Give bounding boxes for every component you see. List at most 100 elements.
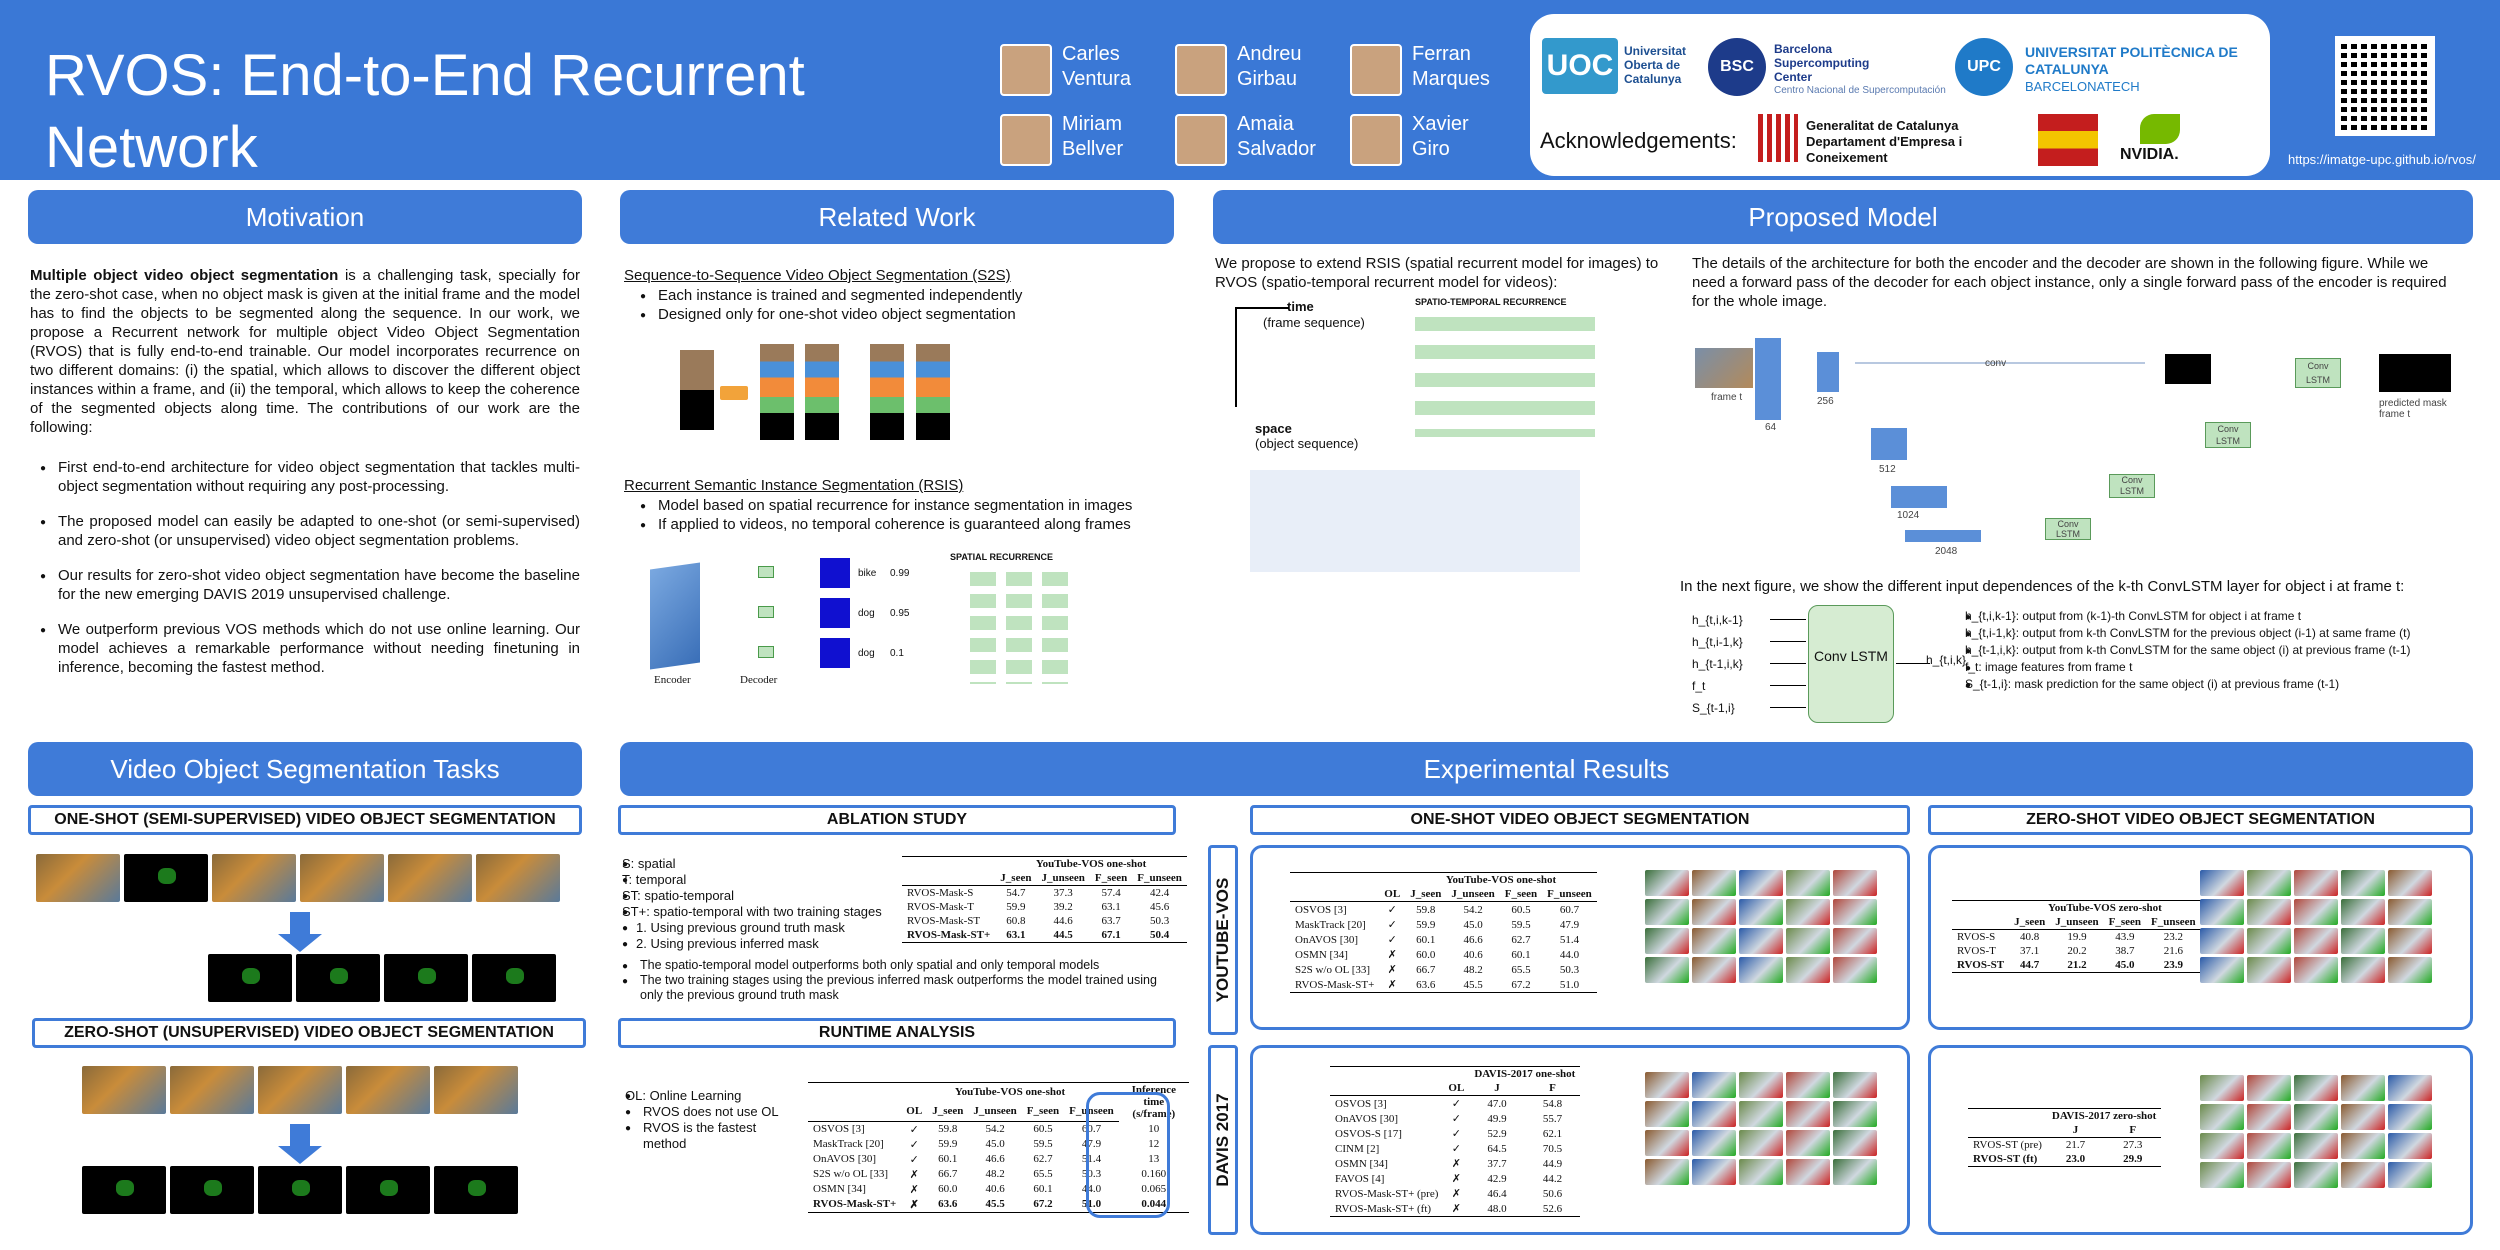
rsis-score: 0.1 <box>890 648 904 659</box>
predicted-mask-label: predicted mask frame t <box>2379 398 2447 420</box>
author-first: Amaia <box>1237 113 1294 135</box>
bsc-subtitle: Centro Nacional de Supercomputación <box>1774 85 1946 96</box>
qualitative-thumbnail <box>2247 1075 2291 1101</box>
table-cell: S2S w/o OL [33] <box>1295 963 1371 976</box>
table-cell: 50.3 <box>1559 963 1580 976</box>
convlstm-block: Conv LSTM <box>2295 358 2341 388</box>
table-header: F_seen <box>2103 915 2147 930</box>
table-cell: 48.0 <box>1469 1201 1525 1217</box>
project-url[interactable]: https://imatge-upc.github.io/rvos/ <box>2288 152 2476 167</box>
table-cell: ✗ <box>909 1183 919 1196</box>
output-mask <box>208 954 292 1002</box>
qualitative-thumbnail <box>2200 928 2244 954</box>
table-cell: ✓ <box>1451 1113 1461 1125</box>
table-cell: 63.7 <box>1101 915 1121 927</box>
table-cell: 39.2 <box>1053 901 1073 913</box>
qualitative-thumbnail <box>2294 1075 2338 1101</box>
bsc-mark: BSC <box>1708 38 1766 96</box>
qualitative-thumbnail <box>2341 1104 2385 1130</box>
qualitative-thumbnail <box>2341 899 2385 925</box>
table-header: J_unseen <box>1446 887 1500 902</box>
output-mask <box>258 1166 342 1214</box>
table-cell: 37.3 <box>1053 887 1073 899</box>
qr-code[interactable] <box>2335 36 2435 136</box>
rsis-mask-3 <box>820 638 850 668</box>
table-cell: MaskTrack [20] <box>1295 918 1366 931</box>
qualitative-thumbnail <box>2247 1162 2291 1188</box>
table-cell: 59.9 <box>1416 918 1436 931</box>
tasks-heading: Video Object Segmentation Tasks <box>28 742 582 796</box>
rsis-rnn-2 <box>758 606 774 618</box>
qualitative-thumbnail <box>2341 870 2385 896</box>
table-cell: 45.0 <box>985 1138 1005 1150</box>
encoder-block-2048 <box>1905 530 1981 542</box>
qualitative-thumbnail <box>1833 899 1877 925</box>
space-arrow <box>1235 307 1237 407</box>
table-cell: ✗ <box>1451 1158 1461 1170</box>
upc-name: UNIVERSITAT POLITÈCNICA DE CATALUNYA <box>2025 44 2238 77</box>
zeroshot-task-heading: ZERO-SHOT (UNSUPERVISED) VIDEO OBJECT SE… <box>32 1018 586 1048</box>
author-last: Salvador <box>1237 138 1316 160</box>
rsis-bullets: Model based on spatial recurrence for in… <box>640 496 1175 535</box>
table-cell: 0.160 <box>1141 1168 1167 1180</box>
table-cell: ✓ <box>909 1153 919 1166</box>
logos-panel: UOC Universitat Oberta de Catalunya BSC … <box>1530 14 2270 176</box>
rsis-mask-1 <box>820 558 850 588</box>
table-cell: 21.2 <box>2050 958 2104 973</box>
table-header: F_seen <box>1021 1101 1065 1122</box>
lstm-output-arrow <box>1896 663 1930 664</box>
table-cell: 23.9 <box>2146 958 2201 973</box>
qualitative-thumbnail <box>1833 1130 1877 1156</box>
st-encoder-decoder <box>1250 470 1580 725</box>
down-arrow-icon <box>278 912 322 952</box>
title-line-1: RVOS: End-to-End Recurrent Network <box>45 43 805 180</box>
table-header: F_unseen <box>1064 1101 1119 1122</box>
runtime-legend-item: OL: Online Learning <box>625 1088 795 1105</box>
table-cell: 60.1 <box>1511 948 1531 961</box>
qualitative-thumbnail <box>1786 928 1830 954</box>
table-cell: ✓ <box>1387 919 1397 931</box>
input-frame-label: frame t <box>1711 392 1743 403</box>
table-cell: RVOS-Mask-ST+ (pre) <box>1335 1187 1439 1200</box>
oneshot-task-heading: ONE-SHOT (SEMI-SUPERVISED) VIDEO OBJECT … <box>28 805 582 835</box>
video-frame <box>388 854 472 902</box>
qualitative-thumbnail <box>1833 1072 1877 1098</box>
table-header: J_seen <box>927 1101 969 1122</box>
qualitative-thumbnail <box>2341 957 2385 983</box>
video-frame <box>300 854 384 902</box>
table-cell: 67.1 <box>1089 928 1133 943</box>
table-header: F_unseen <box>2146 915 2201 930</box>
qualitative-thumbnail <box>1786 1130 1830 1156</box>
table-cell: CINM [2] <box>1335 1142 1380 1155</box>
table-cell: RVOS-Mask-ST+ <box>808 1196 902 1213</box>
rsis-bullet: Model based on spatial recurrence for in… <box>640 496 1175 516</box>
table-cell: RVOS-Mask-ST <box>907 915 981 927</box>
table-cell: 63.6 <box>1405 977 1447 993</box>
table-cell: 37.1 <box>2020 945 2040 957</box>
table-cell: RVOS-ST (pre) <box>1973 1139 2042 1151</box>
qualitative-thumbnail <box>2294 1133 2338 1159</box>
table-cell: 45.5 <box>1446 977 1500 993</box>
contribution-item: Our results for zero-shot video object s… <box>40 566 580 604</box>
s2s-bullet: Each instance is trained and segmented i… <box>640 286 1170 306</box>
ablation-legend: S: spatial T: temporal ST: spatio-tempor… <box>622 856 912 953</box>
table-cell: ✗ <box>1379 977 1406 993</box>
table-cell: 45.0 <box>2103 958 2147 973</box>
encoder-block-1024 <box>1891 486 1947 508</box>
s2s-bullets: Each instance is trained and segmented i… <box>640 286 1170 325</box>
runtime-legend-item: RVOS does not use OL <box>625 1104 795 1121</box>
convlstm-legend: h_{t,i,k-1}: output from (k-1)-th ConvLS… <box>1965 608 2470 694</box>
table-cell: ✓ <box>909 1138 919 1151</box>
table-cell: 54.7 <box>1006 887 1026 899</box>
table-header: J <box>1469 1081 1525 1096</box>
time-axis-label: time <box>1287 299 1314 314</box>
